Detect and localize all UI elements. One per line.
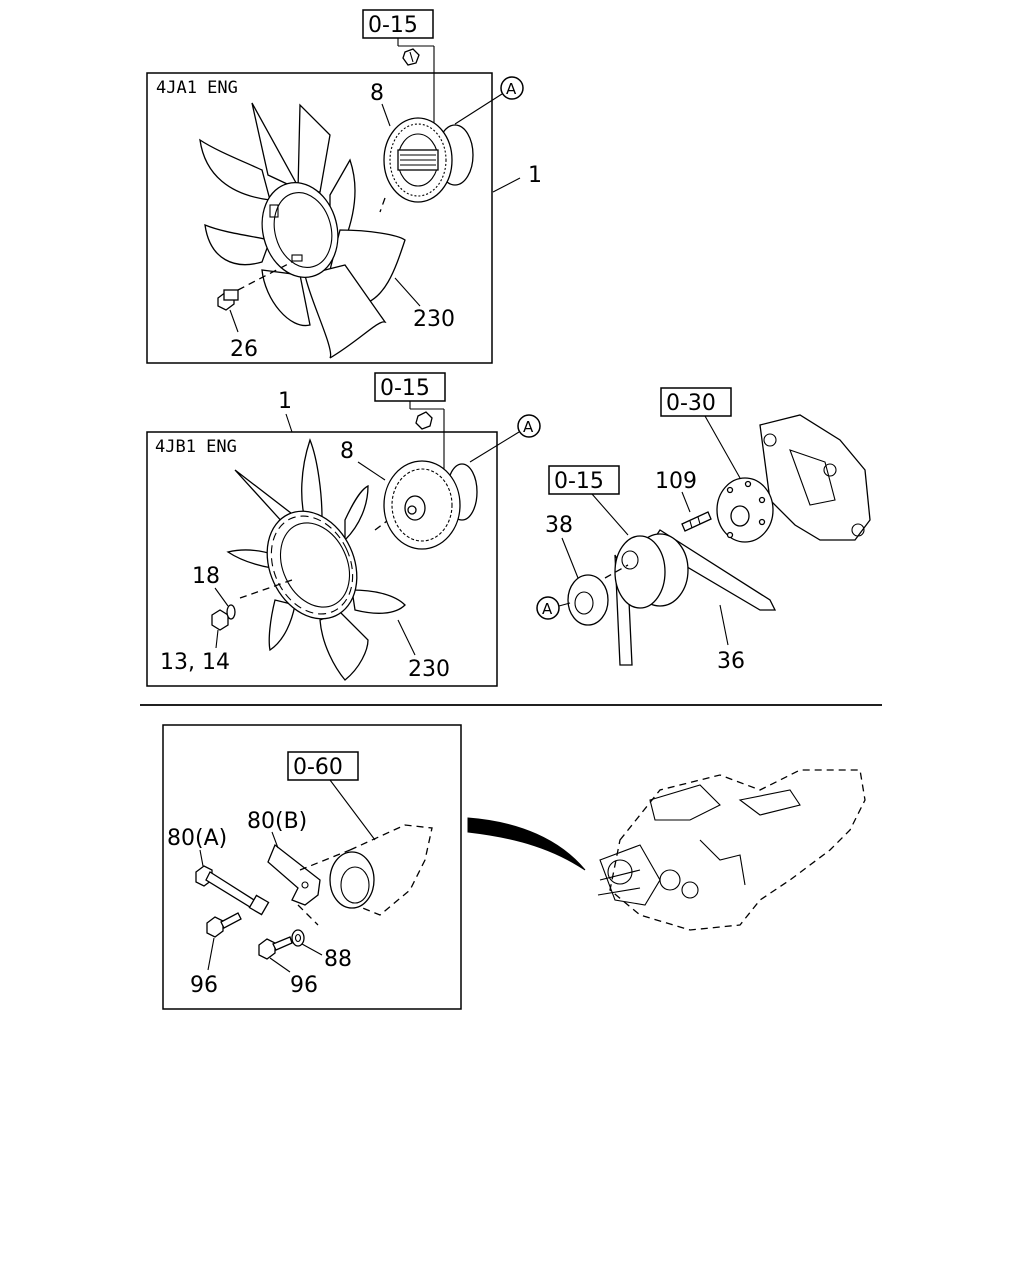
circle-a-top <box>500 76 524 100</box>
callout-26-top: 26 <box>230 337 258 362</box>
engine-label-4jb1: 4JB1 ENG <box>155 437 237 457</box>
callout-230-top: 230 <box>413 307 455 332</box>
spacer-icon <box>567 574 609 626</box>
callout-80b: 80(B) <box>247 809 307 834</box>
ref-box-pulley[interactable] <box>548 465 620 495</box>
washer-icon <box>291 929 305 947</box>
callout-38: 38 <box>545 513 573 538</box>
fan-blade-icon-middle <box>226 438 406 681</box>
pulley-group: 0-30 0-15 <box>536 387 871 674</box>
panel-bracket: 0-60 <box>162 724 462 1010</box>
ref-box-middle-label: 0-15 <box>380 376 430 401</box>
pointer-arrow-icon <box>467 817 586 871</box>
stud-icon <box>681 511 712 532</box>
ref-box-pump[interactable] <box>660 387 732 417</box>
circle-a-middle <box>517 414 541 438</box>
callout-96-right: 96 <box>290 973 318 998</box>
bolt-icon-left <box>206 912 242 938</box>
circle-a-middle-label: A <box>523 418 534 436</box>
nut-icon-middle <box>415 411 433 430</box>
nut-washer-icon-middle <box>211 604 236 631</box>
callout-230-middle: 230 <box>408 657 450 682</box>
panel-4ja1: 4JA1 ENG 0-15 <box>146 9 542 364</box>
bolt-icon-top <box>217 289 239 311</box>
engine-label-4ja1: 4JA1 ENG <box>156 78 238 98</box>
nut-icon-top <box>402 48 420 66</box>
bracket-icon <box>267 843 321 906</box>
pulley-icon <box>614 533 689 609</box>
engine-overview-icon <box>597 769 866 931</box>
callout-8-top: 8 <box>370 81 384 106</box>
panel-4jb1: 4JB1 ENG 0-15 <box>146 372 541 687</box>
ref-box-bottom[interactable] <box>287 751 359 781</box>
fan-blade-icon-top <box>199 102 406 359</box>
callout-109: 109 <box>655 469 697 494</box>
fan-clutch-icon-top <box>383 117 474 203</box>
long-bolt-icon <box>195 865 270 916</box>
panel-4ja1-frame <box>146 72 493 364</box>
panel-4jb1-frame <box>146 431 498 687</box>
pump-housing-icon <box>329 824 433 916</box>
callout-80a: 80(A) <box>167 826 227 851</box>
callout-13-14-middle: 13, 14 <box>160 650 230 675</box>
ref-box-bottom-label: 0-60 <box>293 755 343 780</box>
circle-a-pulley <box>536 596 560 620</box>
panel-bracket-frame <box>162 724 462 1010</box>
callout-1-middle: 1 <box>278 389 292 414</box>
water-pump-icon <box>716 414 871 543</box>
ref-box-pulley-label: 0-15 <box>554 469 604 494</box>
ref-box-pump-label: 0-30 <box>666 391 716 416</box>
callout-96-left: 96 <box>190 973 218 998</box>
bolt-icon-right <box>258 936 293 960</box>
fan-clutch-icon-middle <box>383 460 478 550</box>
ref-box-top-label: 0-15 <box>368 13 418 38</box>
callout-36: 36 <box>717 649 745 674</box>
circle-a-top-label: A <box>506 80 517 98</box>
circle-a-pulley-label: A <box>542 600 553 618</box>
callout-1-top: 1 <box>528 163 542 188</box>
callout-88: 88 <box>324 947 352 972</box>
callout-18-middle: 18 <box>192 564 220 589</box>
callout-8-middle: 8 <box>340 439 354 464</box>
